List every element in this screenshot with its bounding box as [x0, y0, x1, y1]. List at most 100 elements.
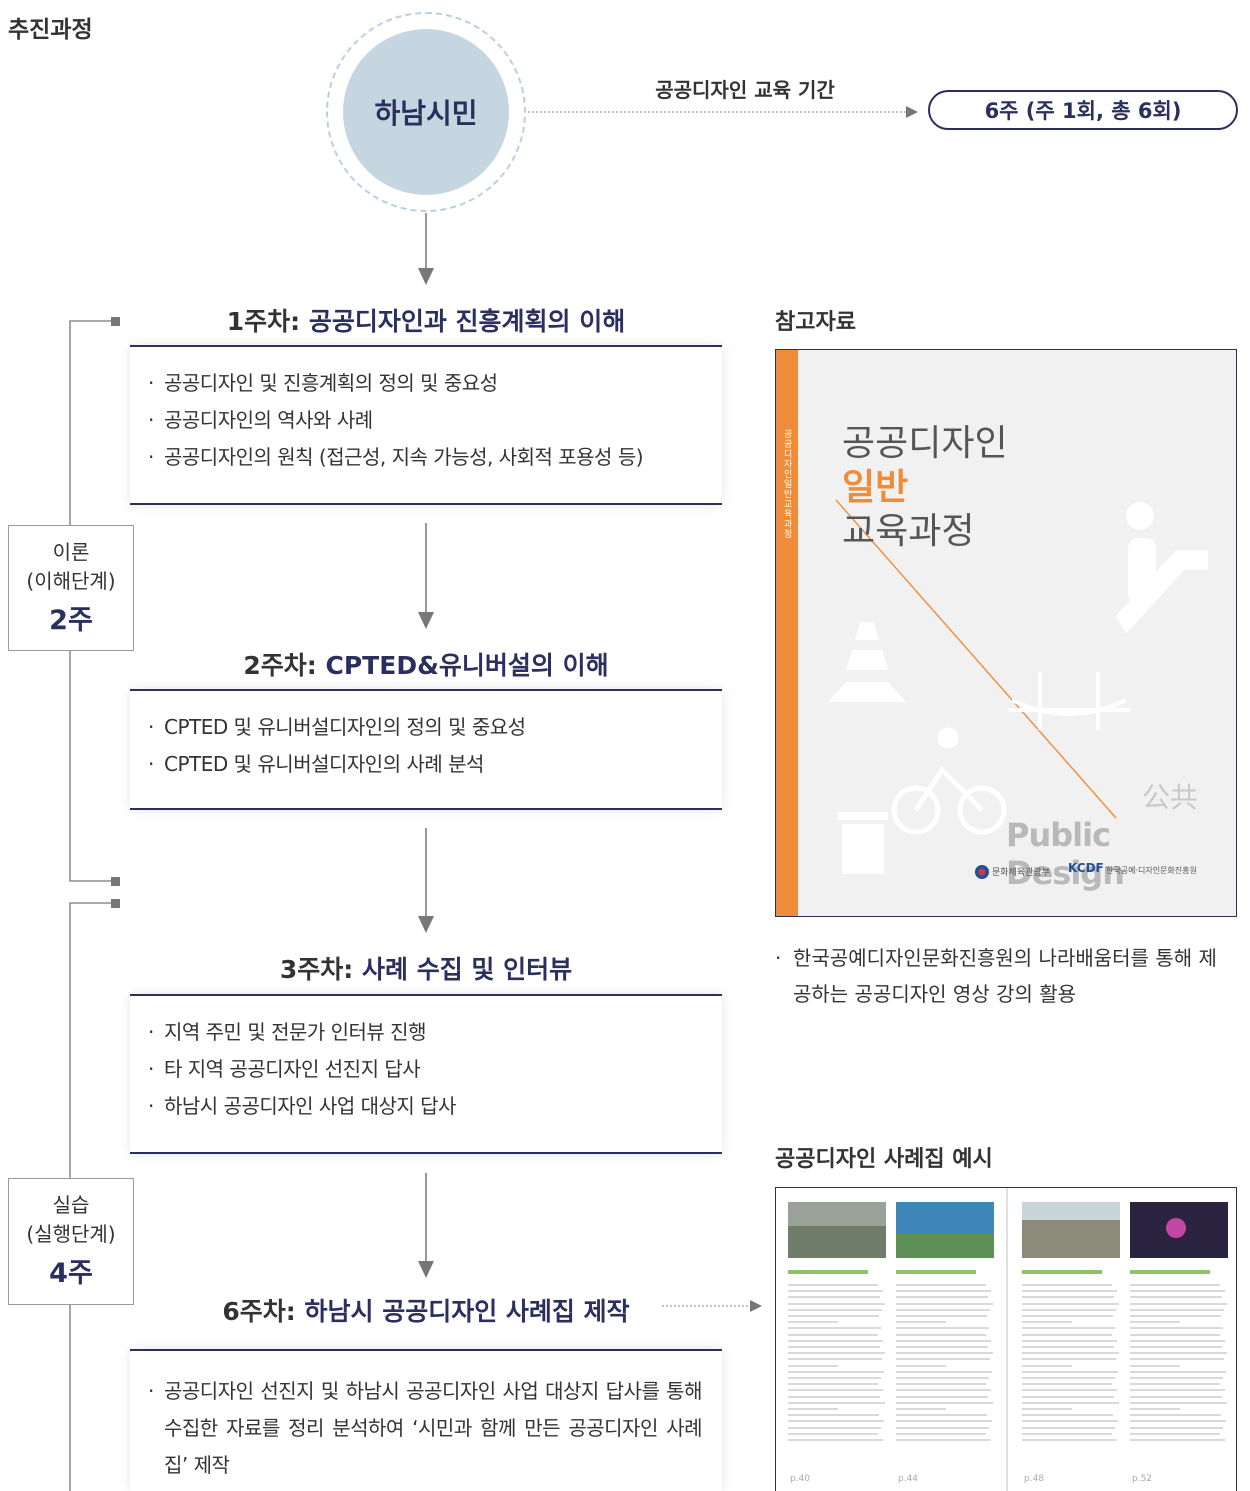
- case-text-line: [1022, 1426, 1115, 1429]
- case-text-line: [788, 1377, 881, 1379]
- case-text-line: [788, 1426, 881, 1429]
- case-text-line: [1130, 1327, 1223, 1330]
- case-text-line: [1022, 1432, 1112, 1435]
- case-text-line: [1130, 1296, 1222, 1299]
- case-text-line: [1130, 1383, 1220, 1386]
- case-text-line: [788, 1370, 884, 1373]
- case-text-line: [1130, 1370, 1226, 1373]
- case-text-line: [1022, 1321, 1072, 1324]
- case-text-line: [1130, 1408, 1180, 1410]
- case-page-number: p.40: [790, 1474, 811, 1484]
- case-text-line: [1022, 1339, 1117, 1342]
- list-item: 공공디자인 및 진흥계획의 정의 및 중요성: [148, 365, 702, 402]
- section-title: 추진과정: [8, 17, 93, 43]
- cover-title-line2: 일반: [842, 467, 909, 508]
- week2-box: CPTED 및 유니버설디자인의 정의 및 중요성 CPTED 및 유니버설디자…: [130, 689, 722, 810]
- bicycle-icon: [891, 727, 1007, 835]
- list-item: CPTED 및 유니버설디자인의 사례 분석: [148, 746, 702, 783]
- phase-theory-label: 이론: [52, 540, 90, 564]
- week6-heading: 하남시 공공디자인 사례집 제작: [304, 1297, 630, 1326]
- case-text-line: [788, 1420, 884, 1423]
- participants-label: 하남시민: [374, 97, 478, 130]
- case-text-line: [896, 1364, 946, 1367]
- case-text-line: [896, 1296, 988, 1299]
- participants-circle: 하남시민: [343, 29, 509, 195]
- case-text-line: [896, 1420, 992, 1423]
- cover-publisher-kcdf: 한국공예·디자인문화진흥원: [1106, 866, 1197, 875]
- case-text-line: [788, 1315, 879, 1317]
- case-text-line: [1130, 1315, 1221, 1317]
- list-item: 하남시 공공디자인 사업 대상지 답사: [148, 1088, 702, 1125]
- reference-heading: 참고자료: [775, 310, 856, 335]
- case-text-line: [788, 1389, 883, 1392]
- case-text-line: [788, 1290, 883, 1293]
- escalator-icon: [1116, 502, 1208, 634]
- case-text-line: [1022, 1352, 1119, 1355]
- case-text-line: [788, 1352, 885, 1355]
- week3-title: 3주차: 사례 수집 및 인터뷰: [130, 950, 722, 986]
- case-text-line: [1130, 1308, 1224, 1311]
- case-text-line: [1022, 1383, 1112, 1386]
- case-text-line: [1022, 1315, 1113, 1317]
- case-text-line: [1022, 1408, 1072, 1410]
- case-text-line: [788, 1439, 883, 1441]
- cover-title-line1: 공공디자인: [842, 423, 1008, 464]
- cover-title-line3: 교육과정: [842, 511, 975, 552]
- cover-illustration: [776, 350, 1208, 916]
- case-text-line: [788, 1358, 882, 1361]
- bridge-icon: [1008, 672, 1130, 730]
- case-text-line: [1130, 1358, 1224, 1361]
- period-label: 공공디자인 교육 기간: [655, 78, 835, 102]
- case-text-line: [1130, 1414, 1221, 1417]
- case-text-line: [1130, 1364, 1180, 1367]
- case-text-line: [1022, 1389, 1117, 1392]
- list-item: 공공디자인의 역사와 사례: [148, 402, 702, 439]
- case-text-line: [1130, 1321, 1180, 1324]
- case-text-line: [896, 1333, 986, 1336]
- case-text-line: [788, 1327, 881, 1330]
- case-text-line: [1022, 1346, 1114, 1348]
- week3-box: 지역 주민 및 전문가 인터뷰 진행 타 지역 공공디자인 선진지 답사 하남시…: [130, 994, 722, 1154]
- participants-ring: [326, 12, 526, 212]
- case-text-line: [1022, 1420, 1118, 1423]
- case-text-line: [1022, 1439, 1117, 1441]
- list-item: CPTED 및 유니버설디자인의 정의 및 중요성: [148, 709, 702, 746]
- case-text-line: [788, 1408, 838, 1410]
- case-text-line: [1130, 1420, 1226, 1423]
- cover-hanja: 公共: [1142, 781, 1199, 814]
- week2-heading: CPTED&유니버설의 이해: [325, 651, 609, 680]
- case-text-line: [896, 1358, 990, 1361]
- case-text-line: [788, 1284, 878, 1286]
- casebook-preview: p.40 p.44 p.48 p.52: [775, 1187, 1237, 1491]
- case-text-line: [788, 1364, 838, 1367]
- case-text-line: [788, 1333, 878, 1336]
- case-text-line: [788, 1414, 879, 1417]
- case-text-line: [1130, 1432, 1220, 1435]
- case-text-line: [1022, 1414, 1113, 1417]
- case-text-line: [1022, 1395, 1114, 1398]
- phase-practice: 실습 (실행단계) 4주: [8, 1178, 134, 1305]
- case-page-number: p.52: [1132, 1474, 1153, 1484]
- case-text-line: [1130, 1439, 1225, 1441]
- phase-theory-weeks: 2주: [49, 605, 93, 636]
- case-text-line: [788, 1395, 880, 1398]
- case-text-line: [1130, 1302, 1227, 1305]
- case-text-line: [1022, 1284, 1112, 1286]
- case-text-line: [788, 1308, 882, 1311]
- week6-box: 공공디자인 선진지 및 하남시 공공디자인 사업 대상지 답사를 통해 수집한 …: [130, 1349, 722, 1491]
- case-text-line: [1022, 1364, 1072, 1367]
- case-text-line: [788, 1302, 885, 1305]
- week1-title: 1주차: 공공디자인과 진흥계획의 이해: [130, 302, 722, 338]
- case-text-line: [896, 1327, 989, 1330]
- case-text-line: [1130, 1395, 1222, 1398]
- case-text-line: [896, 1352, 993, 1355]
- case-text-line: [1022, 1296, 1114, 1299]
- case-text-line: [1130, 1346, 1222, 1348]
- case-text-line: [1130, 1333, 1220, 1336]
- week2-prefix: 2주차:: [243, 651, 326, 680]
- case-text-line: [1130, 1377, 1223, 1379]
- case-text-line: [896, 1346, 988, 1348]
- case-text-line: [788, 1296, 880, 1299]
- case-text-line: [896, 1377, 989, 1379]
- case-text-line: [896, 1302, 993, 1305]
